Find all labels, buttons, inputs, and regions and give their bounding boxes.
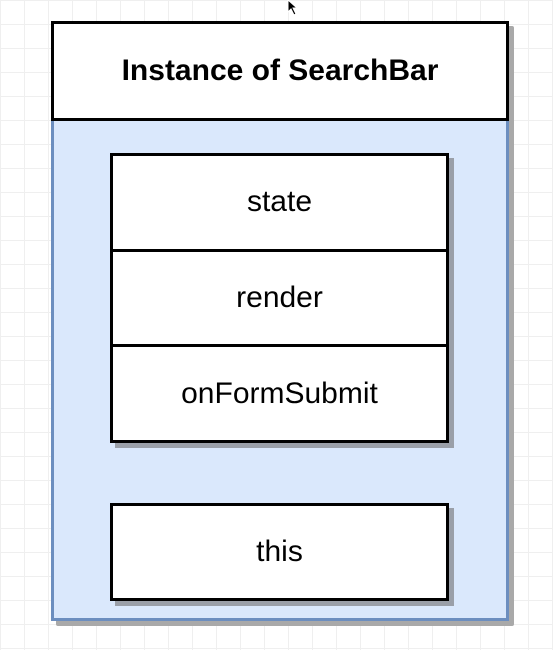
this-label: this (256, 535, 303, 568)
member-state: state (113, 156, 446, 249)
instance-title: Instance of SearchBar (121, 54, 439, 87)
member-state-label: state (246, 185, 313, 219)
member-stack: state render onFormSubmit (110, 153, 449, 443)
member-on-form-submit-label: onFormSubmit (181, 376, 378, 410)
instance-title-box: Instance of SearchBar (51, 21, 509, 121)
member-on-form-submit: onFormSubmit (113, 344, 446, 440)
member-render: render (113, 248, 446, 345)
this-box: this (110, 503, 449, 601)
member-render-label: render (236, 281, 323, 314)
cursor-icon (287, 0, 299, 16)
